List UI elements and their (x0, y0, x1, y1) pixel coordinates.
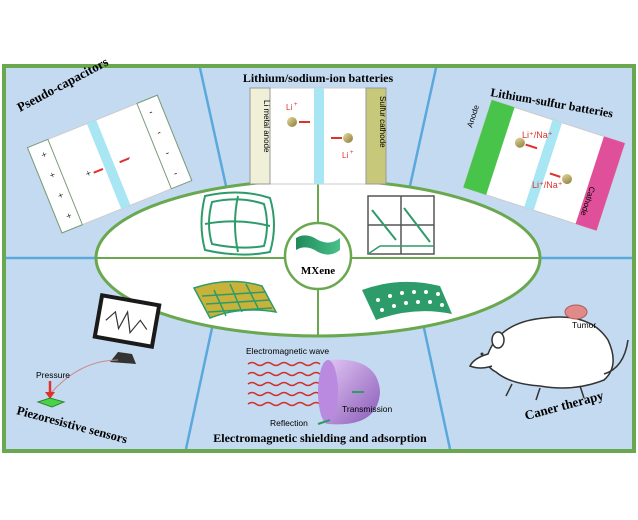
pressure-label: Pressure (36, 370, 70, 380)
mouse-eye (480, 352, 484, 356)
svg-text:+: + (48, 169, 58, 181)
li-na-ion-label-bottom: Li⁺/Na⁺ (532, 180, 563, 190)
mxene-porous-sheet (362, 281, 452, 320)
em-wave-arrows (247, 361, 321, 407)
li-ion-sup-right: + (350, 150, 354, 156)
li-s-battery-cell (462, 99, 626, 232)
pseudo-capacitor-cell: ++++ ---- +- (26, 94, 193, 234)
svg-text:-: - (147, 107, 154, 118)
em-shielding-title: Electromagnetic shielding and adsorption (213, 431, 427, 445)
mouse-illustration (468, 316, 629, 401)
divider-lines (6, 67, 632, 450)
svg-text:+: + (56, 190, 66, 202)
em-shield-shell (323, 359, 380, 425)
svg-text:-: - (172, 168, 179, 179)
sensor-wire (49, 359, 119, 395)
mxene-center-circle (283, 221, 353, 291)
transmission-label: Transmission (342, 404, 392, 414)
mxene-center-label: MXene (301, 265, 335, 277)
pressure-arrow-head (45, 392, 55, 399)
svg-text:+: + (40, 149, 50, 161)
pressure-sensor-pad (36, 397, 66, 408)
em-wave-label: Electromagnetic wave (246, 346, 329, 356)
svg-text:-: - (164, 147, 171, 158)
li-ion-label-left: Li (286, 103, 292, 112)
li-metal-anode-label: Li metal anode (262, 100, 271, 153)
li-ion-label-right: Li (342, 151, 348, 160)
svg-text:-: - (156, 127, 163, 138)
li-ion-sup-left: + (294, 102, 298, 108)
li-na-battery-cell (249, 87, 387, 185)
mxene-framework-structure (367, 195, 435, 255)
li-na-batteries-title: Lithium/sodium-ion batteries (243, 71, 394, 85)
sulfur-cathode-label: Sulfur cathode (378, 96, 387, 148)
svg-text:+: + (84, 168, 94, 180)
mxene-crumpled-structure (200, 191, 275, 256)
mxene-sheet-icon (296, 235, 340, 255)
tumor-label: Tumor (572, 320, 596, 330)
reflection-arrow (317, 419, 331, 425)
svg-text:+: + (64, 210, 74, 222)
em-shield-face (318, 360, 338, 424)
monitor-icon (92, 292, 162, 364)
li-na-ion-label-top: Li⁺/Na⁺ (522, 130, 553, 140)
mxene-grid-sheet (192, 280, 278, 319)
tumor-icon (564, 304, 588, 320)
reflection-label: Reflection (270, 418, 308, 428)
